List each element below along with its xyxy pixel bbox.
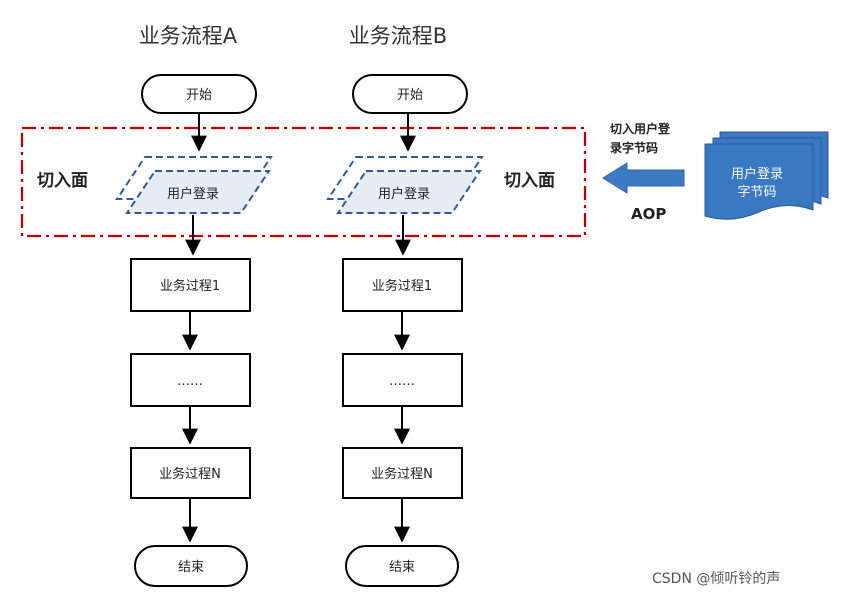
bytecode-doc-icon <box>704 143 814 220</box>
aop-label: AOP <box>631 205 666 223</box>
flow-a-end-label: 结束 <box>178 560 204 575</box>
watermark: CSDN @倾听铃的声 <box>652 571 780 587</box>
flow-b-process-ellipsis <box>342 353 463 407</box>
aspect-label-left: 切入面 <box>37 171 88 191</box>
flow-b-end-label: 结束 <box>389 560 415 575</box>
flow-a-login-label: 用户登录 <box>167 186 219 202</box>
doc-label-line2: 字节码 <box>737 185 776 200</box>
flow-b-process-1-label: 业务过程1 <box>372 278 432 294</box>
flow-b-end <box>345 545 459 587</box>
flow-b-login-label: 用户登录 <box>378 186 430 202</box>
flow-b-title: 业务流程B <box>349 24 447 48</box>
flow-a-process-1 <box>130 258 251 312</box>
flow-b-process-n <box>342 447 463 499</box>
flow-a-end <box>134 545 248 587</box>
flow-b-process-ellipsis-label: …… <box>389 374 415 389</box>
inject-group: 切入用户登 录字节码 AOP 用户登录 字节码 <box>602 121 829 223</box>
flow-a-process-ellipsis <box>130 353 251 407</box>
flow-b-login-shape <box>336 170 482 214</box>
doc-label-line1: 用户登录 <box>731 166 783 182</box>
flow-a-process-ellipsis-label: …… <box>177 374 203 389</box>
aop-arrow-icon <box>602 162 685 194</box>
flow-a: 开始 用户登录 业务过程1 …… 业务过程N 结束 <box>115 74 273 587</box>
flow-a-start-label: 开始 <box>186 88 212 103</box>
aspect-frame <box>20 126 587 238</box>
flow-a-title: 业务流程A <box>139 24 238 48</box>
flow-b-process-1 <box>342 258 463 312</box>
flow-a-process-1-label: 业务过程1 <box>160 278 220 294</box>
flow-b: 开始 用户登录 业务过程1 …… 业务过程N 结束 <box>326 74 484 587</box>
inject-caption-line1: 切入用户登 <box>610 121 671 136</box>
flow-a-process-n <box>130 447 251 499</box>
flow-b-start <box>352 74 468 114</box>
aspect-label-right: 切入面 <box>504 171 555 191</box>
flow-a-login-shape <box>125 170 271 214</box>
flow-a-process-n-label: 业务过程N <box>159 466 221 482</box>
flow-b-process-n-label: 业务过程N <box>371 466 433 482</box>
flow-b-start-label: 开始 <box>397 88 423 103</box>
inject-caption-line2: 录字节码 <box>610 140 658 155</box>
